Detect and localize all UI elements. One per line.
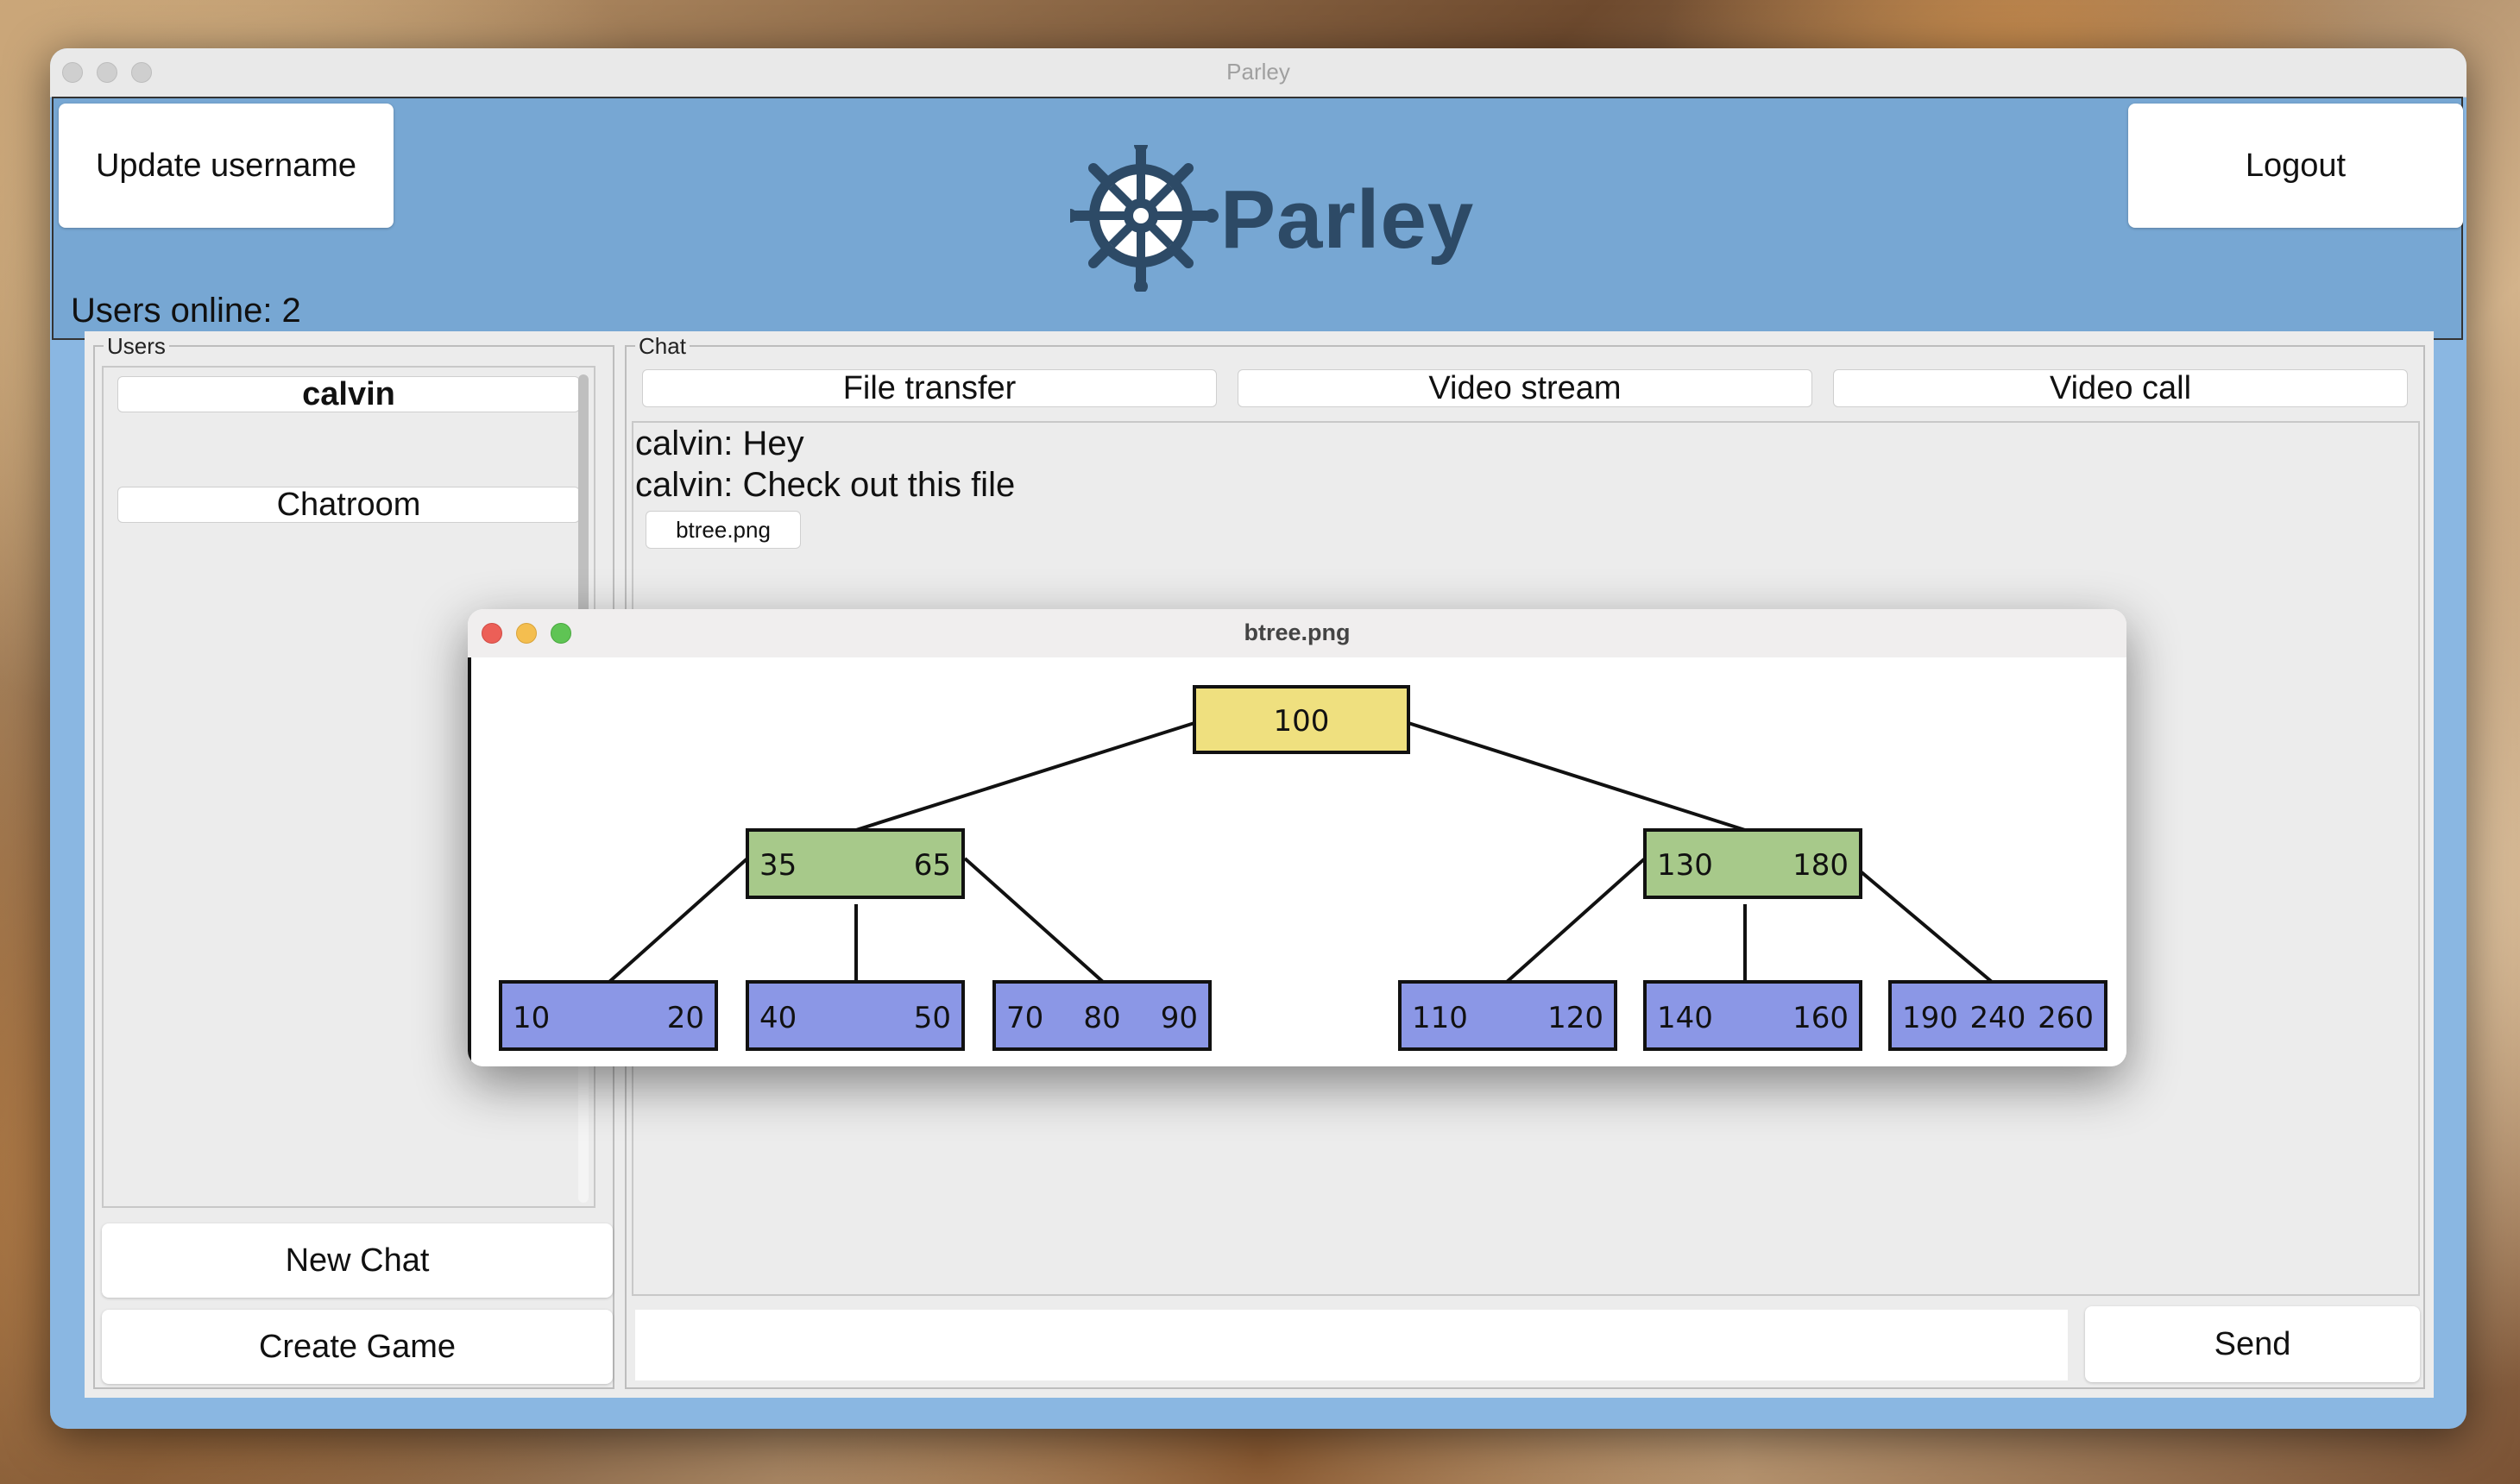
header-bar: Update username Logout	[52, 97, 2463, 340]
node-key: 260	[2038, 1001, 2094, 1035]
node-key: 180	[1792, 848, 1849, 883]
leaf-node: 110 120	[1398, 980, 1617, 1051]
minimize-window-icon[interactable]	[97, 62, 117, 83]
leaf-node: 40 50	[746, 980, 965, 1051]
users-online-count: Users online: 2	[71, 292, 301, 330]
internal-node: 35 65	[746, 828, 965, 899]
zoom-window-icon[interactable]	[131, 62, 152, 83]
file-attachment-button[interactable]: btree.png	[646, 511, 801, 549]
logout-button[interactable]: Logout	[2128, 104, 2463, 228]
send-button[interactable]: Send	[2085, 1306, 2420, 1382]
ship-wheel-logo-icon	[1070, 145, 1219, 292]
window-title: Parley	[1226, 59, 1290, 85]
node-key: 70	[1006, 1001, 1043, 1035]
message-input[interactable]	[635, 1310, 2068, 1380]
chat-message: calvin: Hey	[635, 424, 804, 462]
minimize-viewer-icon[interactable]	[516, 623, 537, 644]
zoom-viewer-icon[interactable]	[551, 623, 571, 644]
update-username-button[interactable]: Update username	[59, 104, 394, 228]
leaf-node: 140 160	[1643, 980, 1862, 1051]
leaf-node: 10 20	[499, 980, 718, 1051]
chat-message: calvin: Check out this file	[635, 466, 1016, 504]
node-key: 90	[1161, 1001, 1198, 1035]
node-key: 130	[1657, 848, 1713, 883]
root-node: 100	[1193, 685, 1410, 754]
leaf-node: 190 240 260	[1888, 980, 2107, 1051]
node-key: 140	[1657, 1001, 1713, 1035]
close-viewer-icon[interactable]	[482, 623, 502, 644]
user-item-calvin[interactable]: calvin	[117, 376, 580, 412]
image-viewer-window: btree.png 100 35 65	[468, 609, 2126, 1066]
node-key: 35	[759, 848, 797, 883]
internal-node: 130 180	[1643, 828, 1862, 899]
btree-image: 100 35 65 130 180 10 20 40 50	[468, 657, 2126, 1066]
node-key: 120	[1547, 1001, 1603, 1035]
users-scroll-thumb[interactable]	[578, 374, 589, 625]
video-call-button[interactable]: Video call	[1833, 369, 2408, 407]
node-key: 10	[513, 1001, 550, 1035]
node-key: 240	[1970, 1001, 2026, 1035]
node-key: 80	[1083, 1001, 1120, 1035]
new-chat-button[interactable]: New Chat	[102, 1223, 613, 1298]
create-game-button[interactable]: Create Game	[102, 1310, 613, 1384]
node-key: 110	[1412, 1001, 1468, 1035]
image-viewer-title: btree.png	[1244, 619, 1351, 645]
users-legend: Users	[104, 333, 169, 360]
user-item-chatroom[interactable]: Chatroom	[117, 487, 580, 523]
node-key: 50	[914, 1001, 951, 1035]
title-bar[interactable]: Parley	[50, 48, 2466, 97]
image-viewer-title-bar[interactable]: btree.png	[468, 609, 2126, 659]
btree-diagram: 100 35 65 130 180 10 20 40 50	[499, 685, 2107, 1051]
file-transfer-button[interactable]: File transfer	[642, 369, 1217, 407]
node-key: 40	[759, 1001, 797, 1035]
node-key: 20	[667, 1001, 704, 1035]
node-key: 160	[1792, 1001, 1849, 1035]
video-stream-button[interactable]: Video stream	[1238, 369, 1812, 407]
node-key: 65	[914, 848, 951, 883]
chat-legend: Chat	[635, 333, 690, 360]
node-key: 190	[1902, 1001, 1958, 1035]
users-panel: Users calvin Chatroom New Chat Create Ga…	[93, 333, 614, 1389]
leaf-node: 70 80 90	[992, 980, 1212, 1051]
close-window-icon[interactable]	[62, 62, 83, 83]
node-key: 100	[1274, 704, 1330, 739]
logo-text: Parley	[1220, 173, 1475, 266]
